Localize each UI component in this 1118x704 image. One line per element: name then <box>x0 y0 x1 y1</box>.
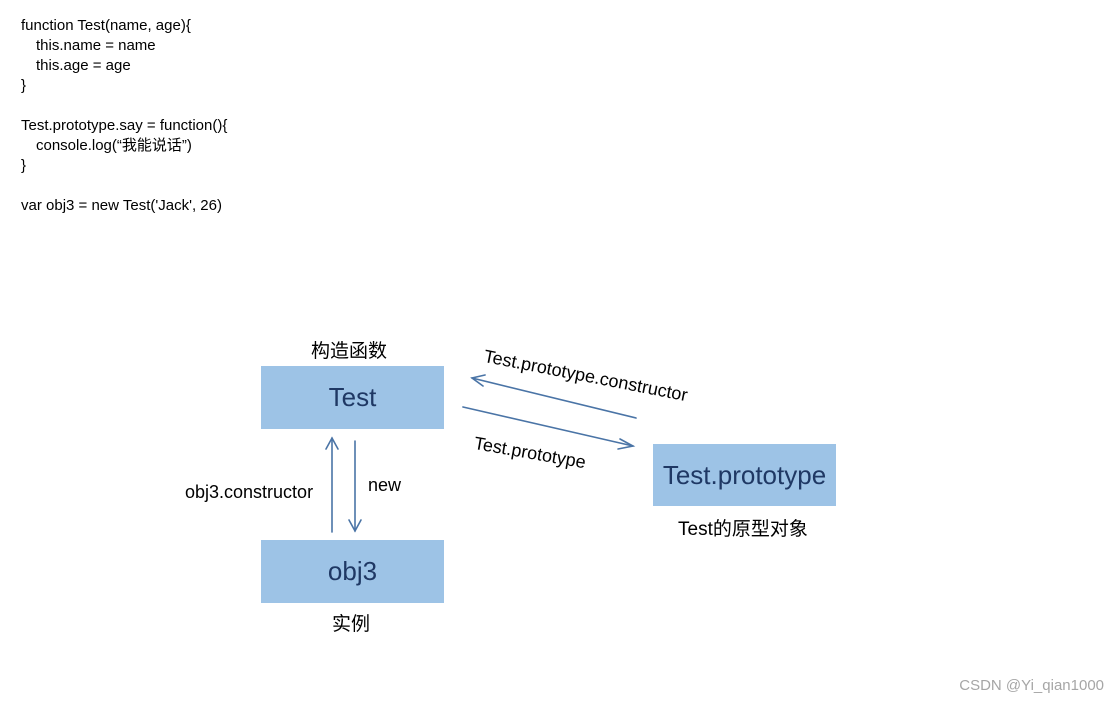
code-line: var obj3 = new Test('Jack', 26) <box>21 197 222 214</box>
new-arrow <box>348 440 362 533</box>
code-line: console.log(“我能说话”) <box>36 137 192 154</box>
proto-constructor-arrow <box>470 374 637 419</box>
watermark: CSDN @Yi_qian1000 <box>959 677 1104 694</box>
prototype-caption: Test的原型对象 <box>678 519 808 540</box>
prototype-box: Test.prototype <box>653 444 836 506</box>
test-box: Test <box>261 366 444 429</box>
code-line: } <box>21 77 27 94</box>
code-line: } <box>21 157 27 174</box>
code-line: this.name = name <box>36 37 156 54</box>
code-snippet: function Test(name, age){ this.name = na… <box>21 16 227 216</box>
obj3-box: obj3 <box>261 540 444 603</box>
code-line: this.age = age <box>36 57 131 74</box>
prototype-arrow <box>462 406 636 450</box>
test-caption: 构造函数 <box>311 341 388 362</box>
obj3-caption: 实例 <box>332 614 371 635</box>
code-line: Test.prototype.say = function(){ <box>21 117 228 134</box>
new-arrow-label: new <box>368 475 402 495</box>
code-line: function Test(name, age){ <box>21 17 191 34</box>
constructor-arrow-label: obj3.constructor <box>185 482 314 502</box>
constructor-arrow <box>325 436 339 533</box>
